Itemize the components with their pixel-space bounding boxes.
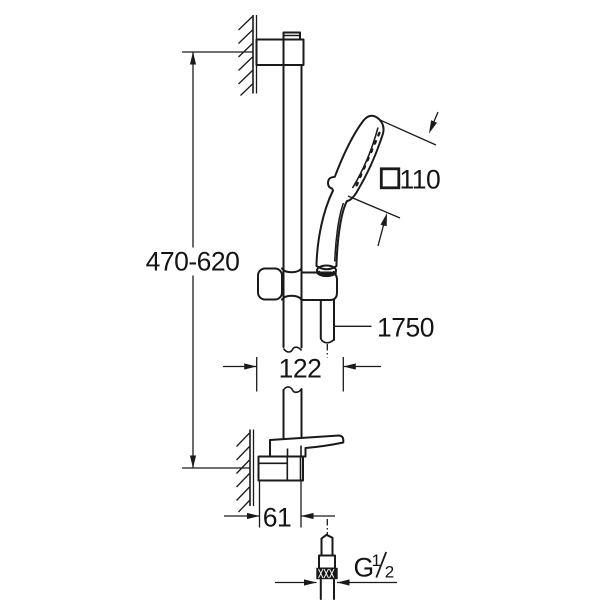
dim-hose-length: 1750 (334, 313, 434, 343)
wall-hatching-top (238, 16, 253, 96)
arrowhead-right (247, 512, 260, 520)
ext-line-head-bottom (347, 195, 401, 219)
hose-break-line (320, 338, 335, 344)
arrowhead-diag-down (429, 120, 437, 134)
shower-rail-lower (282, 386, 303, 439)
arrowhead-right (244, 363, 257, 370)
holder-knob (257, 267, 283, 301)
shower-hose-upper (319, 299, 335, 358)
hand-shower-body (315, 114, 385, 271)
slider-holder (257, 264, 338, 301)
wall-mount-top (255, 31, 305, 66)
label-height-range: 470-620 (146, 247, 240, 277)
fitting-top-piece (320, 533, 334, 557)
wall-hatching-bottom (236, 432, 250, 513)
dim-thread: G 1 2 (275, 551, 397, 586)
square-symbol-icon (379, 167, 401, 190)
spray-nozzles (355, 131, 381, 187)
thread-fraction-slash (375, 551, 388, 578)
holder-cup (300, 271, 338, 301)
bracket-body (257, 455, 304, 482)
arrowhead-left (343, 363, 356, 370)
label-thread-g: G (354, 553, 374, 583)
knurled-nut (316, 567, 338, 580)
arrowhead-left (337, 579, 350, 586)
wall-section-top (238, 15, 258, 96)
shower-rail-upper (282, 64, 303, 353)
ext-line-head-top (379, 119, 437, 146)
hand-shower (315, 114, 385, 271)
cone-seat-shadow (315, 270, 338, 278)
dim-bracket-offset: 61 (224, 481, 335, 533)
label-head-size: 110 (400, 165, 441, 195)
arrowhead-diag-up (380, 213, 387, 227)
handle-inner-line (334, 202, 345, 262)
label-thread-numerator: 1 (372, 551, 381, 570)
holder-waist-top (281, 267, 303, 274)
holder-waist-bottom (281, 294, 303, 301)
wall-section-bottom (236, 429, 255, 513)
dim-head-size: 110 (347, 111, 441, 247)
bracket-shelf (269, 434, 345, 458)
rail-break-line-lower (282, 386, 303, 394)
arrowhead-left (301, 512, 314, 520)
dim-offset-width: 122 (223, 354, 381, 392)
label-hose-length: 1750 (377, 313, 434, 343)
arrowhead-right (304, 579, 317, 586)
label-offset-width: 122 (279, 354, 322, 384)
dim-height-range: 470-620 (146, 51, 253, 469)
bottom-bracket (257, 434, 345, 482)
fitting-mid-piece (318, 554, 336, 570)
label-bracket-offset: 61 (263, 503, 291, 533)
rail-break-line (282, 346, 303, 353)
hose-fitting-bottom (316, 519, 338, 600)
label-thread-denominator: 2 (385, 563, 394, 582)
arrowhead-down (189, 455, 197, 468)
arrowhead-up (189, 52, 197, 65)
